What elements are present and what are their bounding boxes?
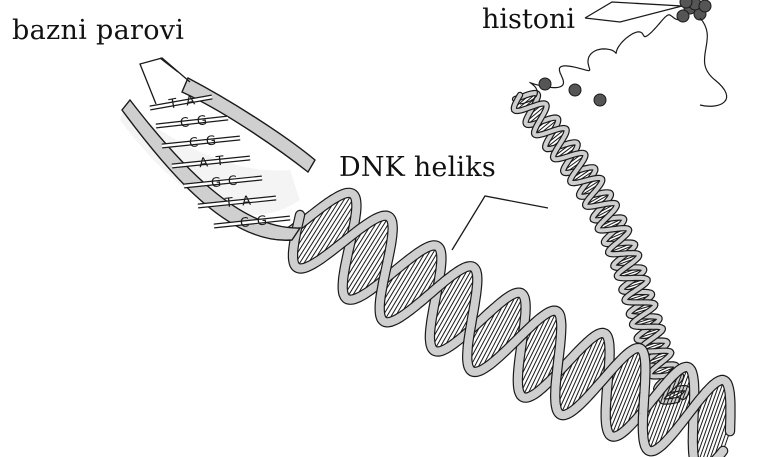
base-right: C <box>227 174 238 190</box>
histone-bead <box>594 94 606 106</box>
base-pairs-leader-branch <box>160 58 178 72</box>
histones-label: histoni <box>482 6 575 33</box>
small-dna-helix <box>514 93 688 401</box>
histone-bead <box>569 84 581 96</box>
base-pair-rung-inner <box>156 118 228 126</box>
base-pairs-leader <box>140 58 190 104</box>
dna-helix-label: DNK heliks <box>339 154 496 181</box>
base-right: A <box>241 194 251 210</box>
base-right: G <box>205 133 217 149</box>
base-left: G <box>210 175 222 191</box>
base-right: G <box>256 213 268 229</box>
chromatin-loop <box>700 18 727 106</box>
histone-bead <box>677 10 689 22</box>
base-left: A <box>198 155 208 171</box>
dna-helix-leader <box>452 196 548 250</box>
histones-leader <box>585 2 682 22</box>
base-right: T <box>214 154 224 170</box>
large-dna-helix <box>289 193 731 457</box>
base-left: C <box>179 115 190 131</box>
base-left: C <box>188 135 199 151</box>
base-left: T <box>167 96 178 112</box>
histone-bead <box>699 0 711 12</box>
base-pairs-label: bazni parovi <box>12 17 184 44</box>
base-left: C <box>239 215 250 231</box>
base-right: G <box>196 113 208 129</box>
histone-bead <box>539 78 551 90</box>
base-left: T <box>223 195 233 211</box>
histone-bead <box>680 0 692 8</box>
